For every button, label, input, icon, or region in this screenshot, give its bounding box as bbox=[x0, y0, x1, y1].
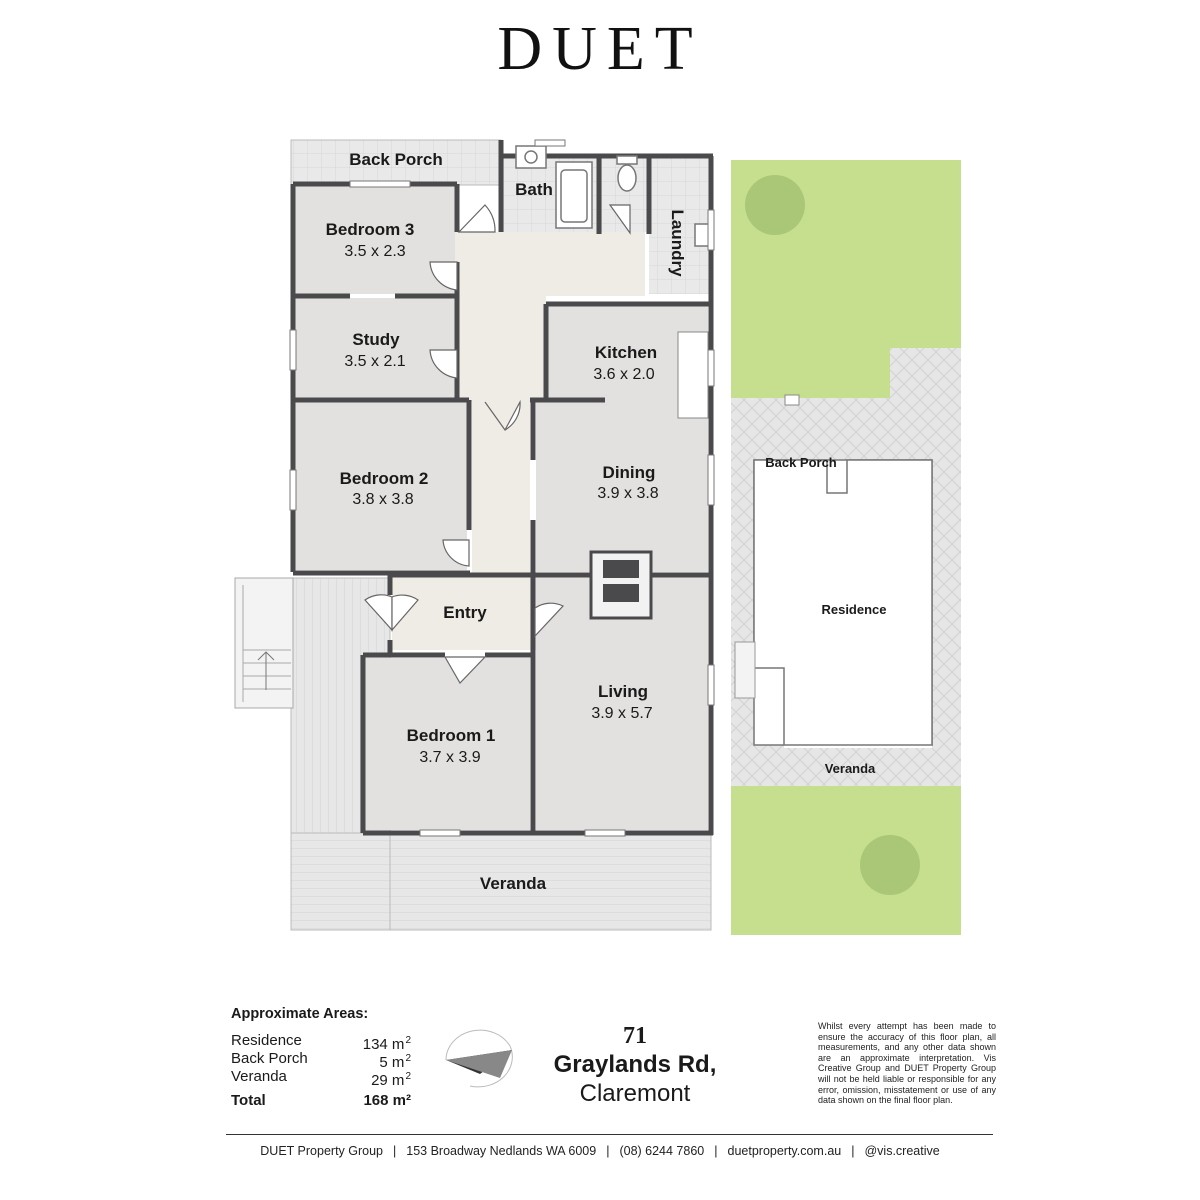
area-label: Residence bbox=[231, 1032, 302, 1049]
label-bedroom3: Bedroom 3 bbox=[326, 220, 415, 239]
site-label-veranda: Veranda bbox=[825, 761, 876, 776]
site-label-back-porch: Back Porch bbox=[765, 455, 837, 470]
label-bedroom1: Bedroom 1 bbox=[407, 726, 496, 745]
compass-icon bbox=[445, 1029, 513, 1088]
area-label: Veranda bbox=[231, 1068, 287, 1085]
footer-social[interactable]: @vis.creative bbox=[864, 1144, 940, 1158]
footer: DUET Property Group|153 Broadway Nedland… bbox=[260, 1144, 940, 1158]
label-living: Living bbox=[598, 682, 648, 701]
area-label: Back Porch bbox=[231, 1050, 308, 1067]
label-study: Study bbox=[352, 330, 400, 349]
size-living: 3.9 x 5.7 bbox=[591, 705, 652, 722]
area-row: Back Porch 5 m2 bbox=[231, 1050, 411, 1071]
windows bbox=[289, 139, 715, 837]
size-bedroom2: 3.8 x 3.8 bbox=[352, 491, 413, 508]
label-back-porch: Back Porch bbox=[349, 150, 443, 169]
area-total-value: 168 m² bbox=[363, 1092, 411, 1109]
footer-divider bbox=[226, 1134, 993, 1135]
size-dining: 3.9 x 3.8 bbox=[597, 485, 658, 502]
kitchen-bench bbox=[677, 331, 709, 419]
brand-logo: DUET bbox=[497, 15, 703, 83]
footer-phone[interactable]: (08) 6244 7860 bbox=[619, 1144, 705, 1158]
site-plan bbox=[731, 160, 961, 935]
property-address: 71 Graylands Rd, Claremont bbox=[520, 1022, 750, 1108]
label-laundry: Laundry bbox=[668, 209, 687, 277]
floor-plan: Back Porch Bath Laundry Bedroom 3 3.5 x … bbox=[234, 139, 961, 935]
size-bedroom1: 3.7 x 3.9 bbox=[419, 749, 480, 766]
label-entry: Entry bbox=[443, 603, 487, 622]
label-bath: Bath bbox=[515, 180, 553, 199]
area-total-row: Total 168 m² bbox=[231, 1092, 411, 1110]
disclaimer: Whilst every attempt has been made to en… bbox=[818, 1021, 996, 1106]
label-veranda: Veranda bbox=[480, 874, 547, 893]
size-kitchen: 3.6 x 2.0 bbox=[593, 366, 654, 383]
size-bedroom3: 3.5 x 2.3 bbox=[344, 243, 405, 260]
area-total-label: Total bbox=[231, 1092, 266, 1109]
footer-company: DUET Property Group bbox=[260, 1144, 384, 1158]
label-dining: Dining bbox=[603, 463, 656, 482]
areas-heading: Approximate Areas: bbox=[231, 1006, 369, 1022]
front-steps bbox=[234, 577, 294, 709]
size-study: 3.5 x 2.1 bbox=[344, 353, 405, 370]
area-row: Veranda 29 m2 bbox=[231, 1068, 411, 1089]
label-bedroom2: Bedroom 2 bbox=[340, 469, 429, 488]
street-number: 71 bbox=[623, 1023, 647, 1049]
suburb: Claremont bbox=[579, 1080, 691, 1107]
site-label-residence: Residence bbox=[821, 602, 886, 617]
area-value: 5 m2 bbox=[379, 1053, 411, 1071]
fireplace bbox=[589, 550, 653, 620]
area-row: Residence 134 m2 bbox=[231, 1032, 411, 1053]
footer-address: 153 Broadway Nedlands WA 6009 bbox=[406, 1144, 597, 1158]
street-name: Graylands Rd, bbox=[553, 1051, 717, 1078]
label-kitchen: Kitchen bbox=[595, 343, 657, 362]
area-value: 29 m2 bbox=[371, 1071, 411, 1089]
area-value: 134 m2 bbox=[362, 1035, 411, 1053]
room-labels: Back Porch Bath Laundry Bedroom 3 3.5 x … bbox=[326, 150, 887, 893]
approximate-areas: Approximate Areas: Residence 134 m2 Back… bbox=[231, 1006, 411, 1110]
footer-website[interactable]: duetproperty.com.au bbox=[727, 1144, 842, 1158]
doors bbox=[364, 204, 631, 684]
